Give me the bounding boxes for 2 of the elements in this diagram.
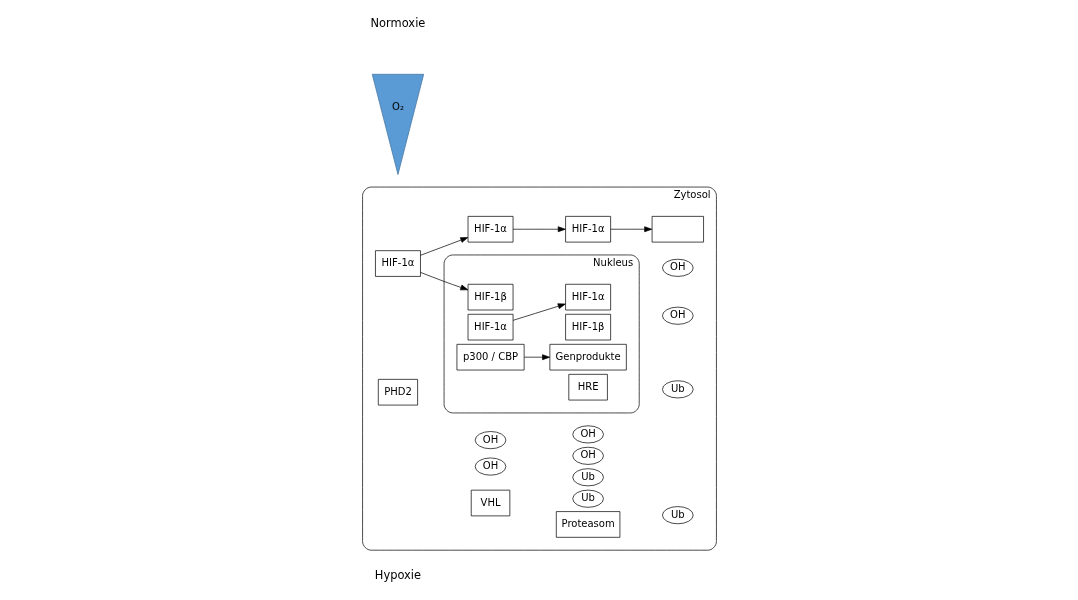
label: Normoxie bbox=[370, 15, 425, 30]
label: Hypoxie bbox=[374, 567, 421, 582]
